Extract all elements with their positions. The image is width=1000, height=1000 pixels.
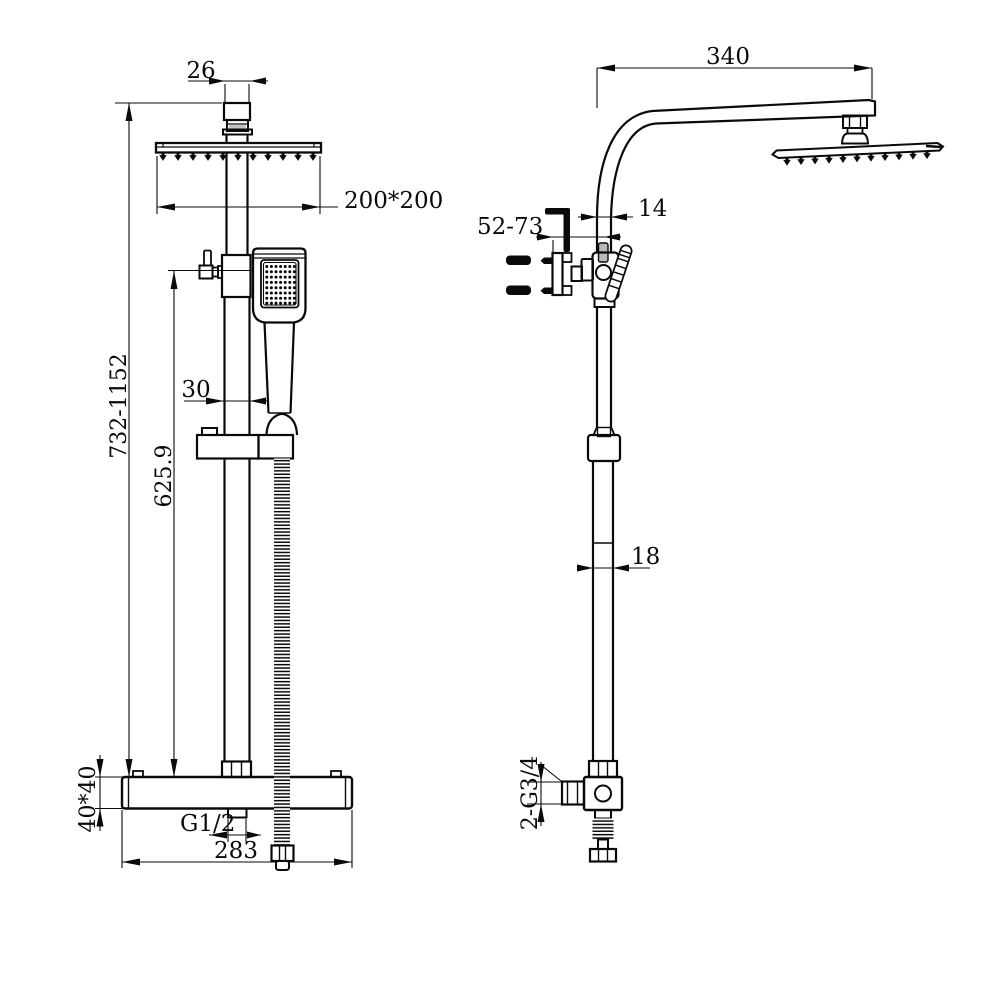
rain-head-side — [770, 141, 945, 166]
dim-slide-pipe-width — [184, 397, 267, 405]
dim-head-size — [156, 156, 338, 214]
dim-inlet-thread — [527, 762, 562, 826]
dim-wall-clearance — [536, 233, 621, 253]
side-dimensions — [527, 64, 873, 826]
dim-label-riser-height: 625.9 — [152, 445, 177, 508]
dim-label-top-pipe-width: 26 — [186, 58, 215, 84]
diverter-lever — [198, 249, 223, 280]
dim-lower-pipe-depth — [577, 564, 650, 572]
rain-head-front — [154, 141, 323, 161]
riser-pipe-upper-front — [225, 152, 249, 255]
allen-key-icon — [545, 208, 570, 252]
mounting-screws — [506, 255, 553, 295]
front-dimensions — [95, 77, 338, 842]
hand-shower-handle — [263, 322, 296, 414]
dim-label-height-range: 732-1152 — [107, 353, 132, 458]
dim-top-pipe-width — [188, 77, 268, 103]
wall-bracket — [506, 208, 633, 308]
dim-label-arm-length: 340 — [706, 44, 750, 70]
hand-shower-front — [251, 247, 307, 436]
holder-hook — [265, 412, 299, 436]
dim-label-outlet-thread: G1/2 — [180, 811, 235, 837]
dim-arm-length — [596, 64, 873, 108]
thermostatic-valve-side — [560, 759, 624, 863]
riser-pipe-lower-front — [223, 297, 251, 762]
dim-label-lower-pipe-depth: 18 — [631, 544, 660, 570]
rain-head-side-nozzles — [783, 150, 931, 166]
dim-label-valve-length: 283 — [214, 838, 258, 864]
dim-label-wall-clearance: 52-73 — [477, 214, 543, 240]
dim-label-valve-section: 40*40 — [76, 766, 101, 833]
dim-riser-height — [168, 269, 252, 777]
riser-pipe-side — [586, 215, 622, 761]
dim-label-pipe-depth: 14 — [638, 196, 667, 222]
hand-shower-spray-dots — [265, 265, 296, 305]
thermostatic-valve-front — [120, 760, 354, 819]
diverter-block — [198, 249, 252, 299]
front-view: 26 200*200 732-1152 30 625.9 40*40 G1/2 … — [76, 58, 443, 871]
hand-shower-holder-side — [604, 244, 633, 303]
rain-head-nozzles — [159, 152, 317, 161]
arm-swivel-joint — [840, 114, 870, 145]
shower-arm — [595, 98, 877, 219]
dim-label-slide-pipe-width: 30 — [181, 377, 210, 403]
dim-outlet-thread — [209, 819, 261, 842]
dim-label-inlet-thread: 2-G3/4 — [518, 756, 543, 830]
rain-head-top-fitting — [222, 101, 253, 143]
shower-hose-front — [270, 458, 295, 871]
side-view: 340 14 52-73 18 2-G3/4 — [477, 44, 945, 863]
dim-pipe-depth — [578, 213, 633, 221]
dim-height-range — [115, 102, 222, 777]
dim-valve-section — [95, 755, 124, 831]
dim-label-head-size: 200*200 — [344, 188, 443, 214]
dim-valve-length — [121, 810, 353, 868]
